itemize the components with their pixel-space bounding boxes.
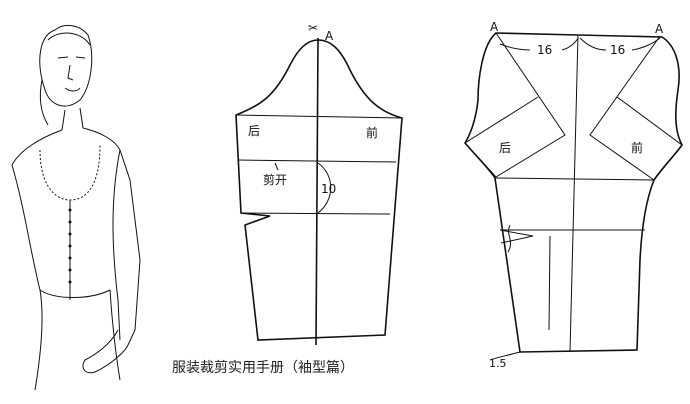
point-a-left-label: A bbox=[490, 20, 499, 34]
front-label: 前 bbox=[631, 140, 643, 155]
front-label: 前 bbox=[366, 125, 378, 140]
hem-measure-label: 1.5 bbox=[489, 357, 507, 370]
right-measure-label: 16 bbox=[610, 43, 625, 57]
back-label: 后 bbox=[499, 141, 511, 155]
point-a-label: A bbox=[325, 29, 334, 43]
measure-label: 10 bbox=[321, 182, 336, 196]
point-a-right-label: A bbox=[655, 22, 664, 36]
caption: 服装裁剪实用手册（袖型篇） bbox=[172, 360, 354, 376]
sleeve-pattern bbox=[235, 37, 403, 346]
expanded-sleeve-pattern bbox=[464, 32, 683, 361]
fashion-figure-sketch bbox=[11, 24, 141, 391]
button-dots bbox=[68, 208, 72, 284]
back-label: 后 bbox=[248, 124, 260, 138]
cut-open-label: 剪开 bbox=[263, 172, 287, 187]
grain-arrow bbox=[548, 235, 551, 331]
scissors-icon: ✂ bbox=[308, 21, 318, 35]
left-measure-label: 16 bbox=[537, 43, 552, 57]
